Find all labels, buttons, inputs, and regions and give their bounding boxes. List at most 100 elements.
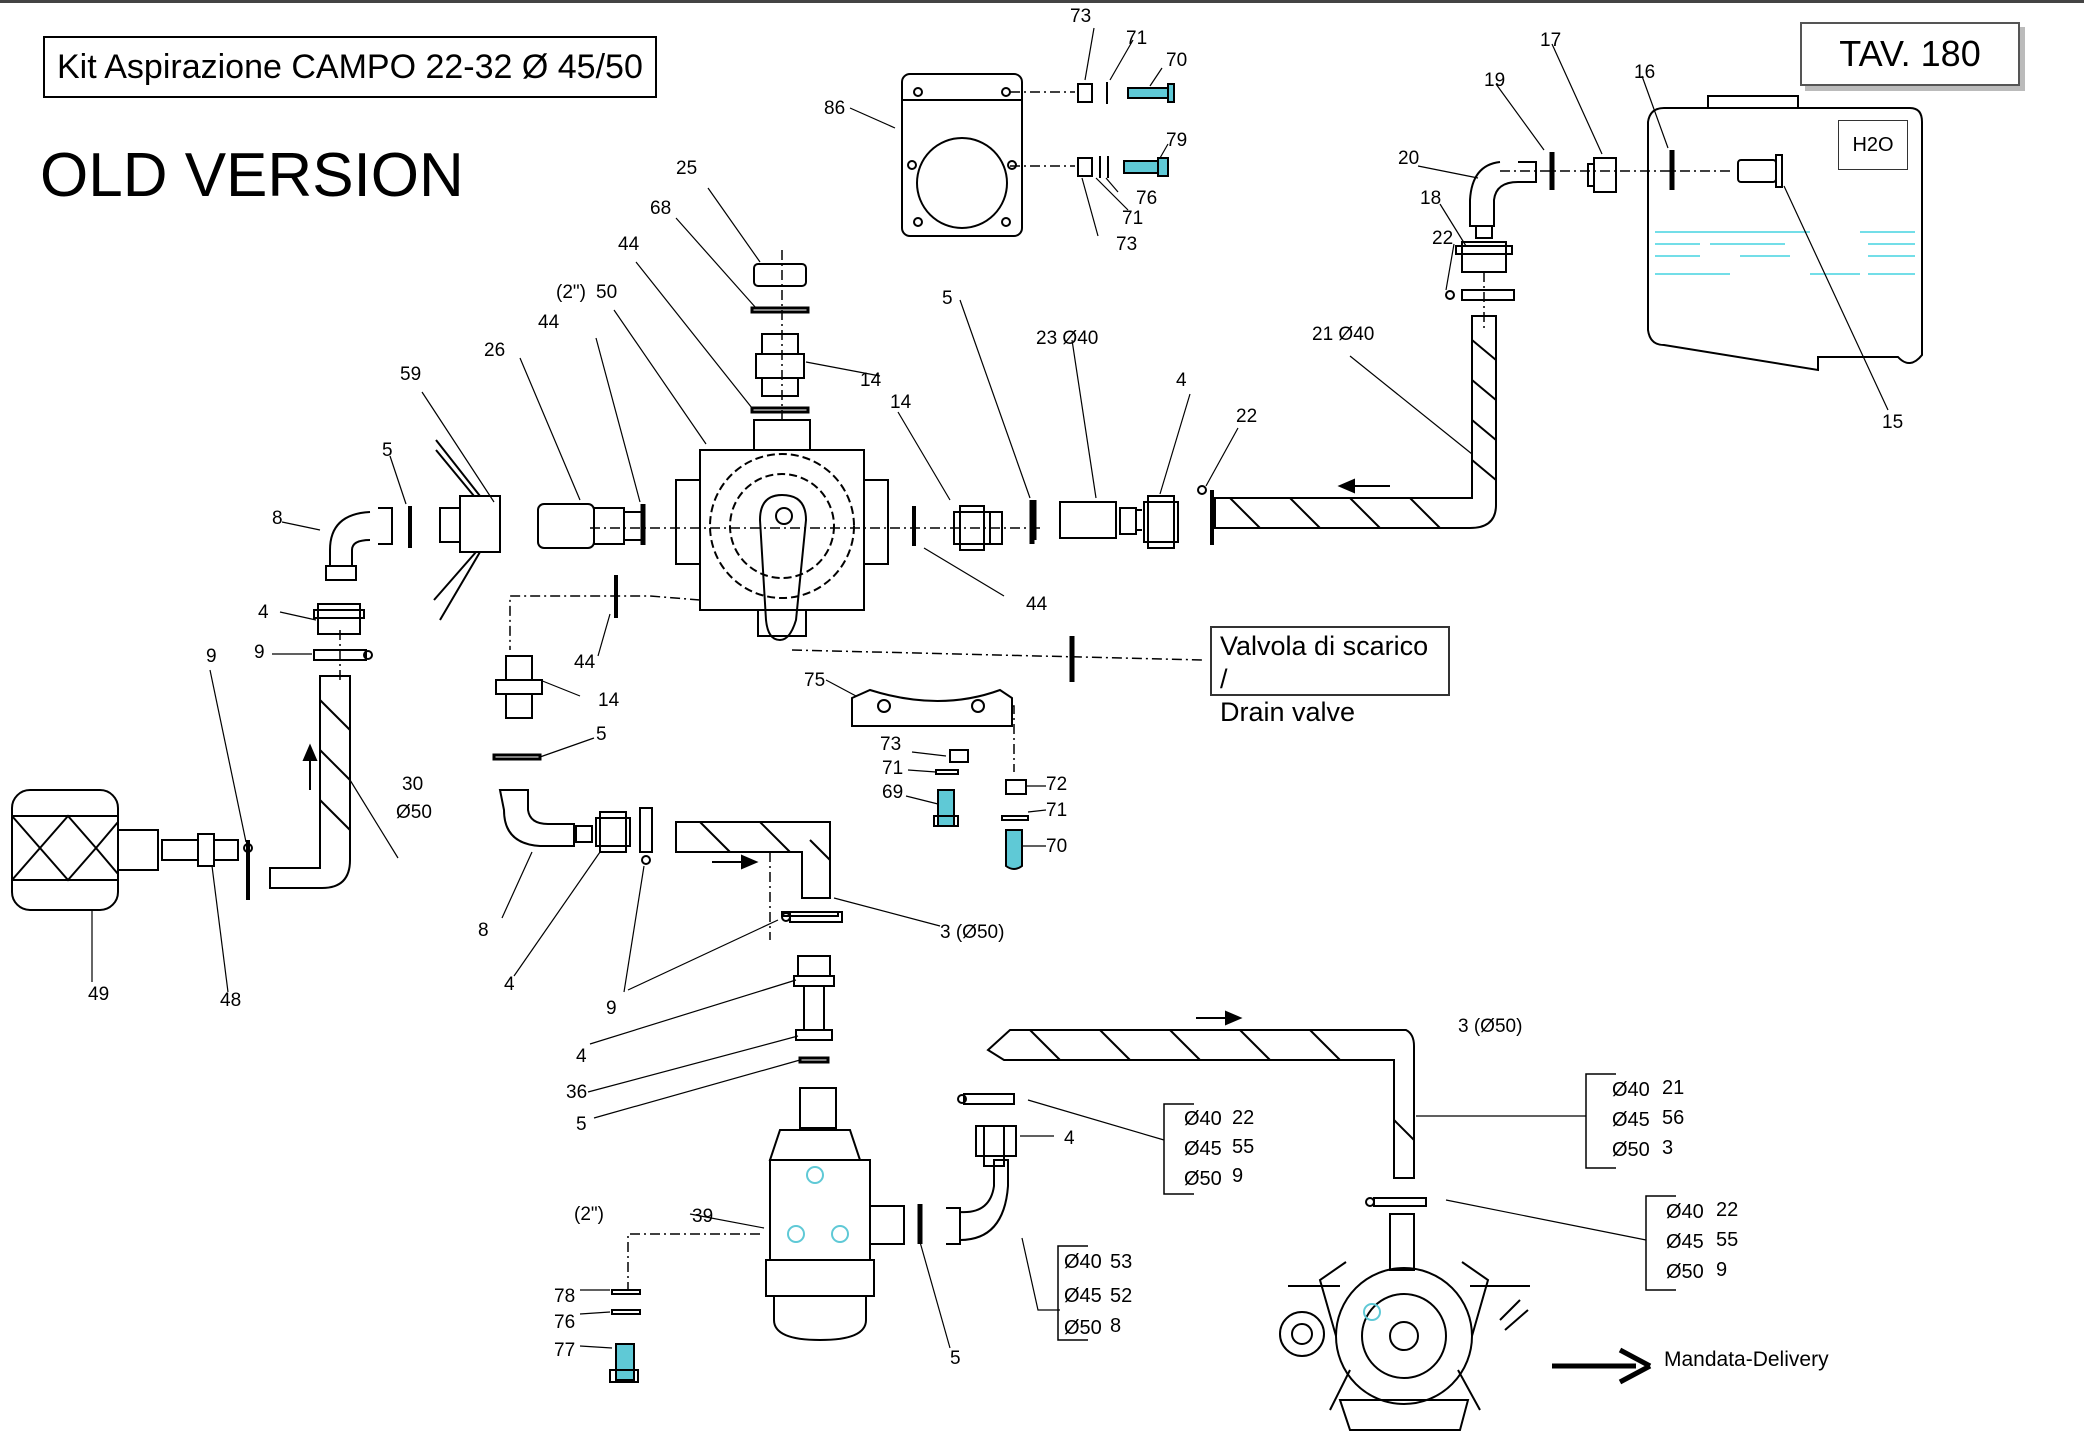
callout-8: 8 xyxy=(478,920,489,941)
callout-21: 21 Ø40 xyxy=(1312,324,1374,345)
callout-9: 9 xyxy=(206,646,217,667)
callout-50: 50 xyxy=(596,282,617,303)
suction-hose-30-and-filter-49 xyxy=(11,675,351,911)
callout-44: 44 xyxy=(1026,594,1048,615)
callout-73: 73 xyxy=(880,734,901,755)
svg-text:3: 3 xyxy=(1662,1137,1673,1159)
callout-71: 71 xyxy=(1126,28,1147,49)
callout-86: 86 xyxy=(824,98,845,119)
callout-4: 4 xyxy=(576,1046,587,1067)
table-reference: TAV. 180 xyxy=(1800,22,2020,86)
callout-2in: (2") xyxy=(574,1204,604,1225)
callout-59: 59 xyxy=(400,364,421,385)
leader-lines xyxy=(91,27,1889,1349)
callout-14: 14 xyxy=(860,370,882,391)
pump-strainer-39 xyxy=(609,911,1017,1383)
callout-3: 3 (Ø50) xyxy=(1458,1016,1522,1037)
callout-5: 5 xyxy=(950,1348,961,1369)
callout-4: 4 xyxy=(504,974,515,995)
callout-76: 76 xyxy=(1136,188,1157,209)
suction-hose-21 xyxy=(1031,315,1497,549)
callout-4: 4 xyxy=(1064,1128,1075,1149)
callout-70: 70 xyxy=(1166,50,1187,71)
callout-36: 36 xyxy=(566,1082,587,1103)
svg-text:53: 53 xyxy=(1110,1251,1132,1273)
callout-8: 8 xyxy=(272,508,283,529)
bracket-75 xyxy=(851,688,1029,870)
svg-text:Ø50: Ø50 xyxy=(1064,1317,1102,1339)
callout-18: 18 xyxy=(1420,188,1441,209)
callout-5: 5 xyxy=(942,288,953,309)
svg-text:Ø40: Ø40 xyxy=(1184,1108,1222,1130)
callout-71: 71 xyxy=(882,758,903,779)
tank-label: H2O xyxy=(1838,120,1908,170)
spec-table-hoses: Ø40 21 Ø45 56 Ø50 3 xyxy=(1612,1077,1684,1161)
callout-4: 4 xyxy=(1176,370,1187,391)
lower-left-fittings xyxy=(492,575,1205,940)
top-border-line xyxy=(0,0,2084,3)
svg-text:22: 22 xyxy=(1716,1199,1738,1221)
callout-19: 19 xyxy=(1484,70,1505,91)
delivery-hose-3-and-pump xyxy=(986,1029,1530,1431)
svg-text:21: 21 xyxy=(1662,1077,1684,1099)
svg-text:22: 22 xyxy=(1232,1107,1254,1129)
drain-valve-line2: Drain valve xyxy=(1220,697,1356,727)
svg-text:Ø50: Ø50 xyxy=(1666,1261,1704,1283)
callout-73: 73 xyxy=(1116,234,1137,255)
callout-71: 71 xyxy=(1122,208,1143,229)
callout-labels: 73 71 70 86 79 76 71 73 17 16 19 20 18 2… xyxy=(88,6,1903,1369)
valve-block-50 xyxy=(590,250,1040,642)
svg-text:Ø40: Ø40 xyxy=(1612,1079,1650,1101)
callout-77: 77 xyxy=(554,1340,575,1361)
svg-text:Ø45: Ø45 xyxy=(1666,1231,1704,1253)
svg-text:Ø40: Ø40 xyxy=(1666,1201,1704,1223)
svg-text:Ø40: Ø40 xyxy=(1064,1251,1102,1273)
flow-arrows xyxy=(302,478,1652,1385)
callout-30: 30 xyxy=(402,774,423,795)
callout-68: 68 xyxy=(650,198,671,219)
callout-2in: (2") xyxy=(556,282,586,303)
callout-5: 5 xyxy=(596,724,607,745)
svg-text:56: 56 xyxy=(1662,1107,1684,1129)
callout-4: 4 xyxy=(258,602,269,623)
callout-39: 39 xyxy=(692,1206,713,1227)
callout-79: 79 xyxy=(1166,130,1187,151)
drain-valve-line1: Valvola di scarico / xyxy=(1220,631,1429,694)
callout-17: 17 xyxy=(1540,30,1561,51)
kit-title: Kit Aspirazione CAMPO 22-32 Ø 45/50 xyxy=(43,36,657,98)
mounting-bracket-86 xyxy=(901,73,1175,237)
water-tank xyxy=(1445,95,1923,372)
left-coupling-assembly xyxy=(313,439,646,680)
callout-49: 49 xyxy=(88,984,109,1005)
callout-5: 5 xyxy=(382,440,393,461)
svg-text:Ø45: Ø45 xyxy=(1612,1109,1650,1131)
callout-9: 9 xyxy=(606,998,617,1019)
callout-15: 15 xyxy=(1882,412,1903,433)
callout-78: 78 xyxy=(554,1286,575,1307)
callout-72: 72 xyxy=(1046,774,1067,795)
callout-22: 22 xyxy=(1432,228,1453,249)
svg-text:Ø50: Ø50 xyxy=(1612,1139,1650,1161)
callout-75: 75 xyxy=(804,670,825,691)
callout-14: 14 xyxy=(598,690,620,711)
callout-44: 44 xyxy=(618,234,640,255)
callout-69: 69 xyxy=(882,782,903,803)
version-label: OLD VERSION xyxy=(40,141,464,210)
drain-valve-note: Valvola di scarico / Drain valve xyxy=(1210,626,1450,727)
delivery-label: Mandata-Delivery xyxy=(1664,1348,1829,1371)
callout-5: 5 xyxy=(576,1114,587,1135)
svg-text:8: 8 xyxy=(1110,1315,1121,1337)
callout-70: 70 xyxy=(1046,836,1067,857)
callout-71: 71 xyxy=(1046,800,1067,821)
callout-76: 76 xyxy=(554,1312,575,1333)
svg-text:Ø50: Ø50 xyxy=(1184,1168,1222,1190)
callout-30-diameter: Ø50 xyxy=(396,802,432,823)
svg-text:9: 9 xyxy=(1716,1259,1727,1281)
callout-44: 44 xyxy=(574,652,596,673)
svg-text:Ø45: Ø45 xyxy=(1184,1138,1222,1160)
